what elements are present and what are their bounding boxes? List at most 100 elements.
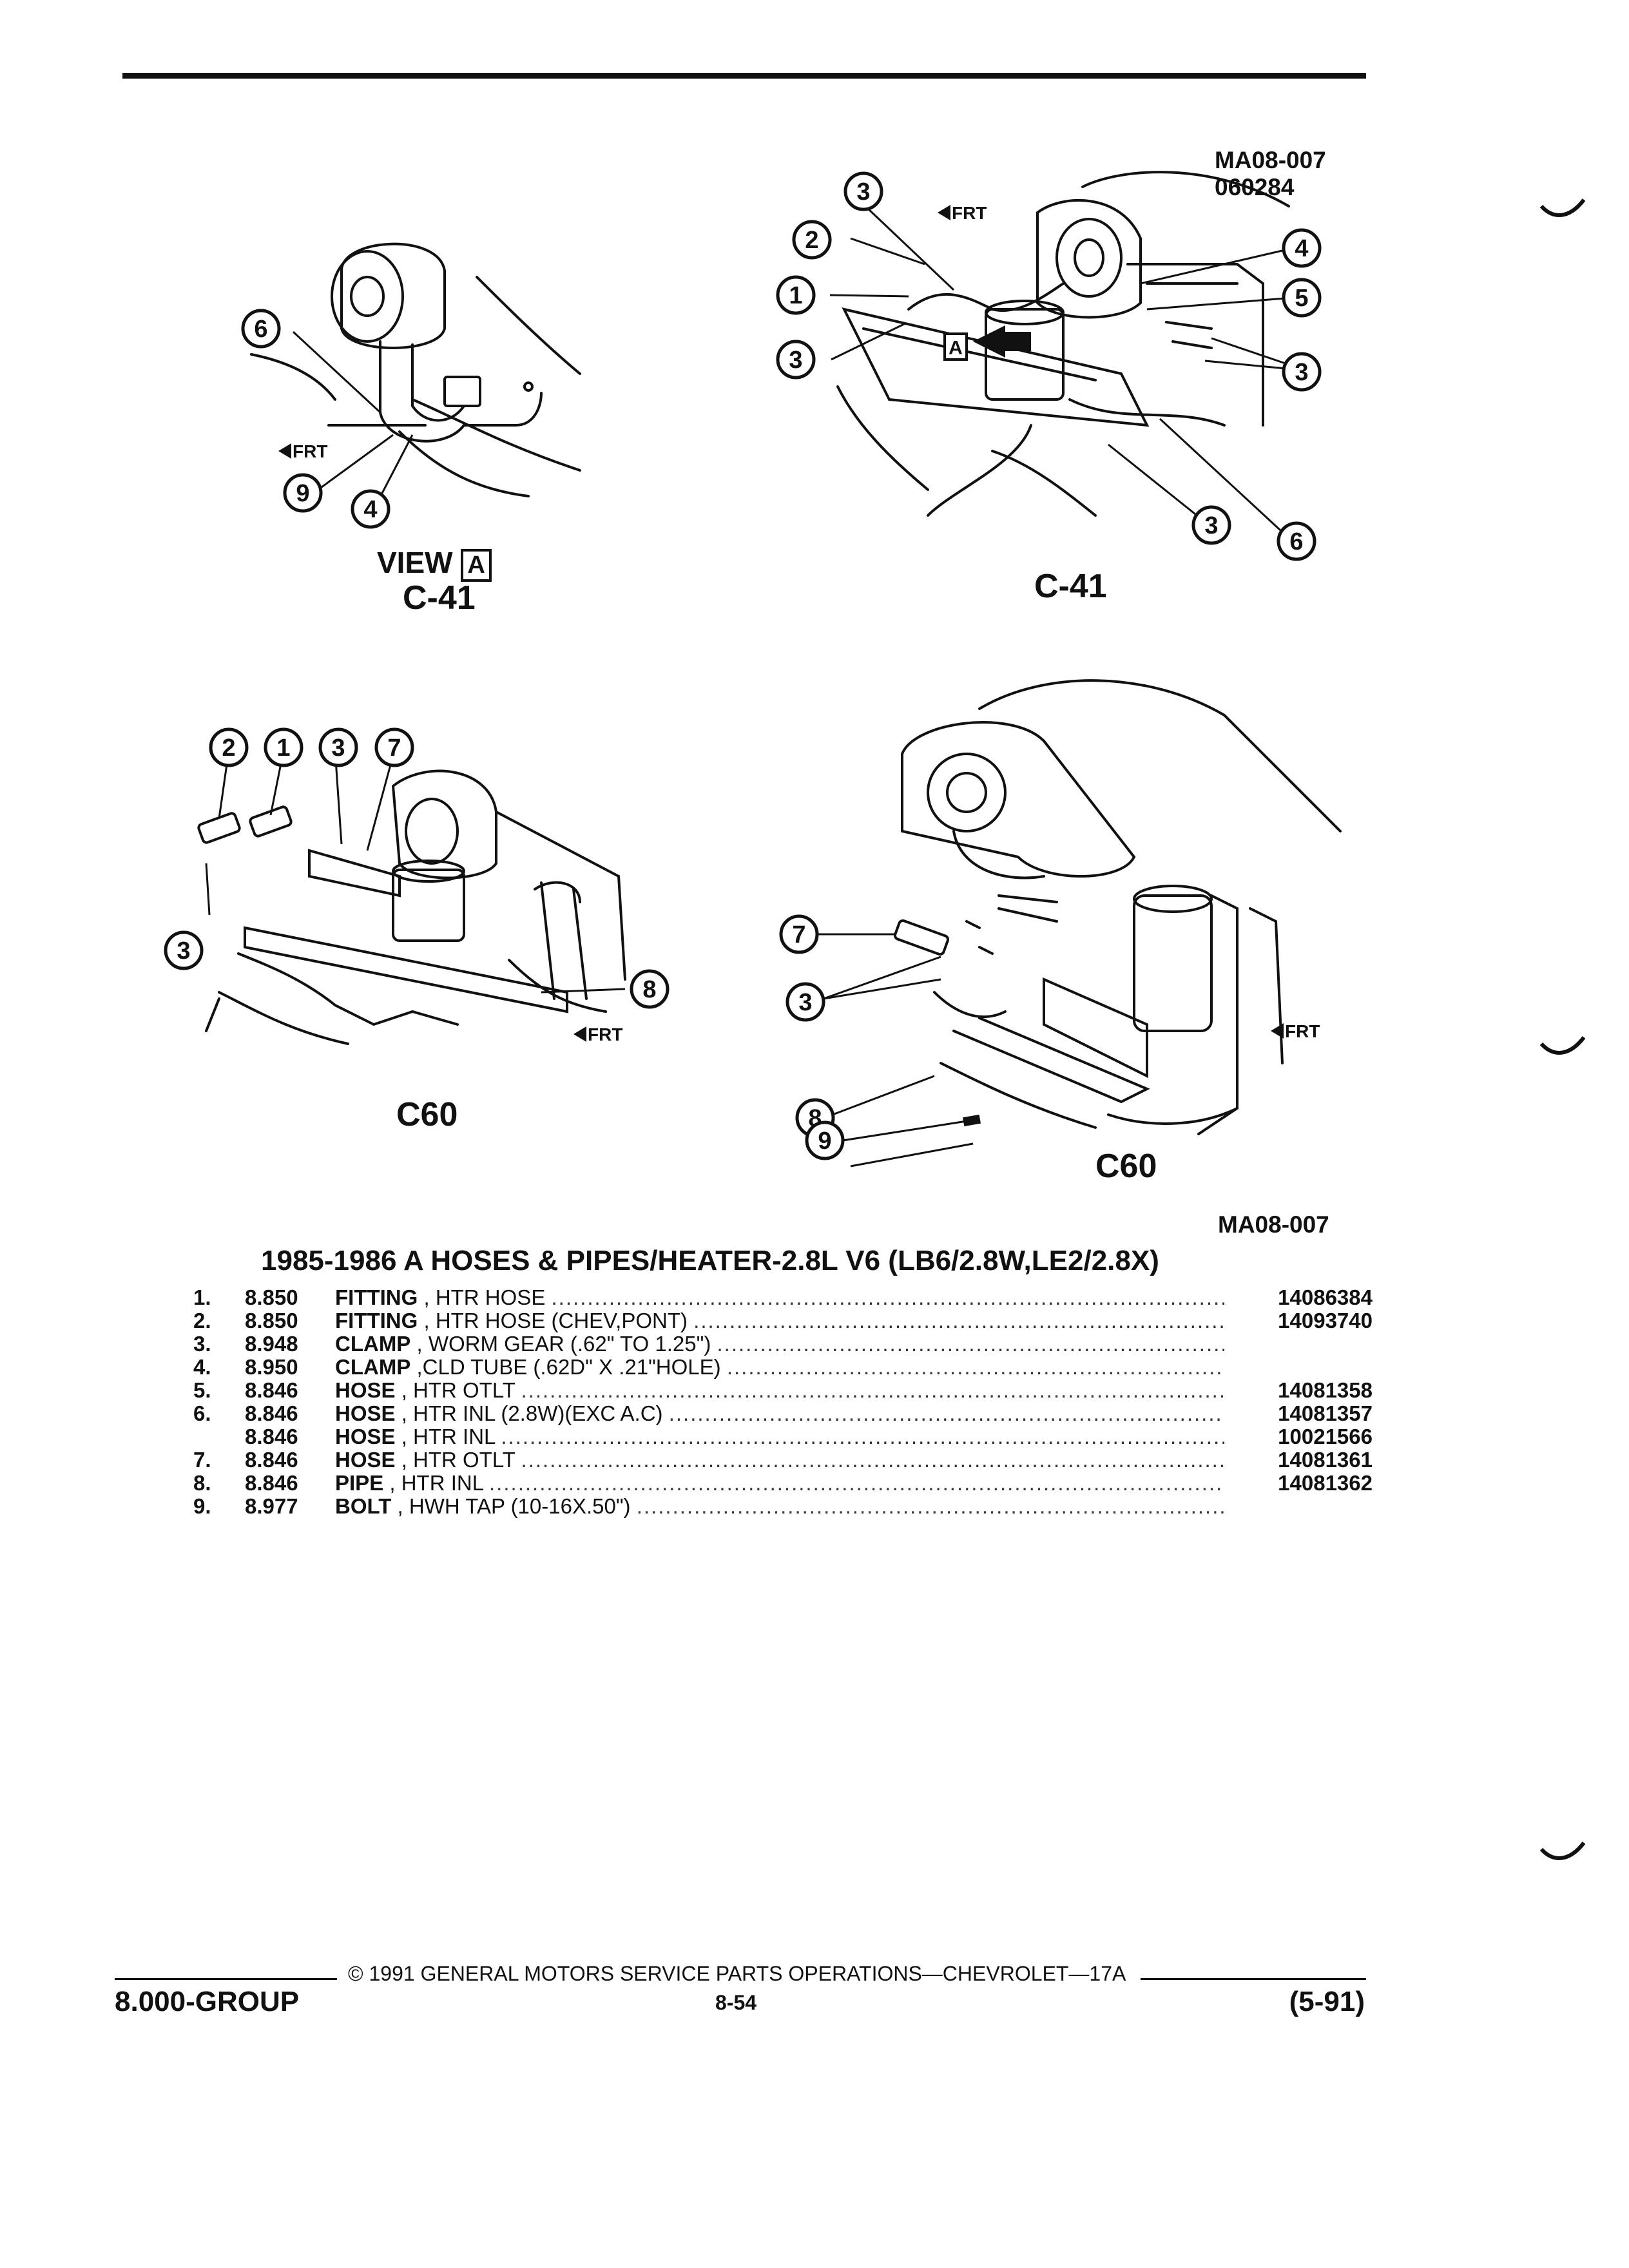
callout-7: 7 [374, 727, 414, 767]
svg-text:9: 9 [818, 1128, 831, 1155]
group-code: 8.846 [245, 1448, 298, 1472]
parts-row: 9. 8.977 BOLT , HWH TAP (10-16X.50") ...… [193, 1495, 1373, 1518]
svg-text:4: 4 [363, 496, 377, 523]
callout-3: 3 [1282, 352, 1322, 392]
parts-row: 8. 8.846 PIPE , HTR INL ................… [193, 1472, 1373, 1495]
callout-5: 5 [1282, 278, 1322, 318]
parts-row: 4. 8.950 CLAMP ,CLD TUBE (.62D" X .21"HO… [193, 1356, 1373, 1379]
svg-text:7: 7 [387, 735, 401, 762]
svg-text:2: 2 [222, 735, 235, 762]
svg-text:3: 3 [856, 178, 870, 206]
figure-view-a: FRT 6 9 4 [241, 242, 581, 529]
callout-2: 2 [209, 727, 249, 767]
part-number: 14093740 [1278, 1309, 1373, 1332]
footer-group: 8.000-GROUP [115, 1986, 300, 2017]
caption-c60-left: C60 [396, 1096, 458, 1133]
group-code: 8.948 [245, 1332, 298, 1356]
parts-row: 8.846 HOSE , HTR INL ...................… [193, 1425, 1373, 1448]
parts-row: 3. 8.948 CLAMP , WORM GEAR (.62" TO 1.25… [193, 1332, 1373, 1356]
figure-c60-left: FRT 2 1 3 7 3 8 [164, 727, 670, 1045]
item-number: 3. [193, 1332, 211, 1356]
group-code: 8.846 [245, 1401, 298, 1425]
group-code: 8.850 [245, 1309, 298, 1332]
svg-text:3: 3 [177, 937, 190, 965]
parts-list: 1. 8.850 FITTING , HTR HOSE ............… [193, 1286, 1373, 1518]
callout-8: 8 [630, 969, 670, 1009]
svg-text:3: 3 [789, 347, 802, 374]
margin-mark [1540, 1036, 1585, 1055]
callout-2: 2 [792, 220, 832, 260]
item-number: 2. [193, 1309, 211, 1332]
svg-text:3: 3 [798, 989, 812, 1016]
item-number: 4. [193, 1355, 211, 1379]
svg-text:1: 1 [276, 735, 290, 762]
group-code: 8.846 [245, 1378, 298, 1402]
svg-text:5: 5 [1295, 285, 1308, 312]
part-description: HOSE , HTR OTLT ........................… [335, 1379, 1224, 1402]
part-description: HOSE , HTR INL .........................… [335, 1425, 1224, 1448]
caption-c41: C-41 [1034, 568, 1107, 605]
svg-text:FRT: FRT [1285, 1021, 1320, 1041]
page-number: 8-54 [715, 1991, 757, 2014]
callout-7: 7 [779, 914, 819, 954]
parts-list-title: 1985-1986 A HOSES & PIPES/HEATER-2.8L V6… [261, 1245, 1159, 1276]
callout-6: 6 [1277, 521, 1316, 561]
figure-date: 060284 [1215, 174, 1295, 200]
part-number: 14081361 [1278, 1448, 1373, 1472]
frt-arrow: FRT [1271, 1021, 1320, 1041]
part-description: FITTING , HTR HOSE .....................… [335, 1286, 1224, 1309]
callout-3: 3 [843, 171, 883, 211]
parts-row: 5. 8.846 HOSE , HTR OTLT ...............… [193, 1379, 1373, 1402]
group-code: 8.950 [245, 1355, 298, 1379]
item-number: 5. [193, 1378, 211, 1402]
footer-copyright: © 1991 GENERAL MOTORS SERVICE PARTS OPER… [348, 1962, 1126, 1985]
svg-text:FRT: FRT [293, 441, 327, 461]
caption-c60-right: C60 [1095, 1148, 1157, 1185]
svg-text:2: 2 [805, 227, 818, 254]
margin-mark [1540, 198, 1585, 217]
part-description: HOSE , HTR OTLT ........................… [335, 1448, 1224, 1472]
svg-text:6: 6 [254, 316, 267, 343]
parts-row: 1. 8.850 FITTING , HTR HOSE ............… [193, 1286, 1373, 1309]
caption-view-a: C-41 [403, 579, 476, 617]
item-number: 6. [193, 1401, 211, 1425]
parts-row: 2. 8.850 FITTING , HTR HOSE (CHEV,PONT) … [193, 1309, 1373, 1332]
callout-4: 4 [351, 489, 390, 529]
callout-3: 3 [776, 340, 816, 380]
callout-6: 6 [241, 309, 281, 349]
footer-rule-right [1141, 1978, 1366, 1980]
callout-3: 3 [786, 982, 825, 1022]
part-description: CLAMP ,CLD TUBE (.62D" X .21"HOLE) .....… [335, 1356, 1224, 1379]
part-description: FITTING , HTR HOSE (CHEV,PONT) .........… [335, 1309, 1224, 1332]
svg-text:3: 3 [1204, 512, 1218, 539]
callout-9: 9 [805, 1120, 845, 1160]
svg-text:3: 3 [331, 735, 345, 762]
header-rule [122, 73, 1366, 79]
part-description: PIPE , HTR INL .........................… [335, 1472, 1224, 1495]
frt-arrow: FRT [574, 1024, 622, 1044]
svg-text:9: 9 [296, 480, 309, 507]
group-code: 8.850 [245, 1285, 298, 1309]
group-code: 8.846 [245, 1471, 298, 1495]
svg-text:6: 6 [1289, 528, 1303, 555]
part-description: CLAMP , WORM GEAR (.62" TO 1.25") ......… [335, 1332, 1224, 1356]
part-number: 10021566 [1278, 1425, 1373, 1448]
footer-date: (5-91) [1289, 1986, 1365, 2017]
figure-c60-right-callout: 9 [805, 1114, 981, 1160]
figure-c60-right: FRT 7 3 8 [779, 679, 1342, 1168]
callout-3: 3 [318, 727, 358, 767]
margin-mark [1540, 1841, 1585, 1860]
part-description: BOLT , HWH TAP (10-16X.50") ............… [335, 1495, 1224, 1518]
svg-text:FRT: FRT [952, 203, 987, 223]
callout-4: 4 [1282, 228, 1322, 268]
footer-rule-left [115, 1978, 337, 1980]
group-code: 8.977 [245, 1494, 298, 1518]
callout-1: 1 [264, 727, 304, 767]
svg-text:7: 7 [792, 921, 805, 948]
svg-text:8: 8 [642, 976, 656, 1003]
item-number: 9. [193, 1494, 211, 1518]
svg-text:1: 1 [789, 282, 802, 309]
svg-text:3: 3 [1295, 359, 1308, 386]
svg-text:4: 4 [1295, 235, 1308, 262]
callout-1: 1 [776, 275, 816, 315]
